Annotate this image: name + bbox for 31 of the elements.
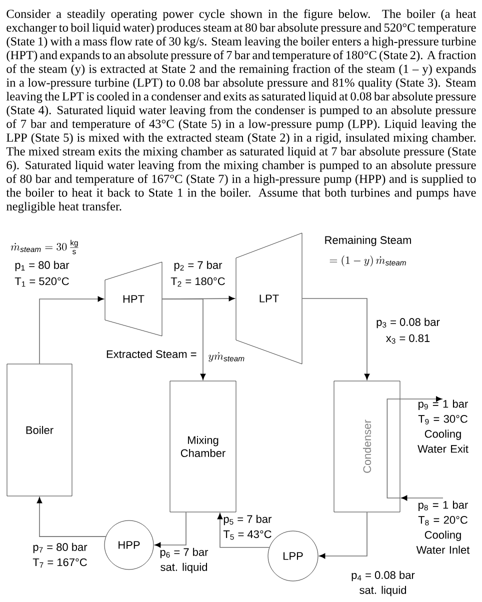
state-label: T$_{1}$ = 520°C (14, 277, 69, 287)
state-label: p$_{2}$ = 7 bar (174, 260, 222, 272)
pipe-arrow (319, 512, 368, 559)
flow-label: Extracted Steam = (106, 350, 196, 358)
condenser-box: Condenser (334, 380, 400, 512)
pipe-arrow (36, 497, 106, 537)
state-label: p$_{1}$ = 80 bar (15, 260, 70, 272)
mixing-chamber-box: Mixing Chamber (170, 380, 236, 512)
state-label: T$_{2}$ = 180°C (170, 277, 225, 287)
state-label: T$_{7}$ = 167°C (32, 558, 87, 568)
state-label: x$_{3}$ = 0.81 (386, 334, 430, 344)
flow-formula: $y\dot{m}_{\mathit{steam}}$ (208, 352, 244, 362)
state-label: p$_{3}$ = 0.08 bar (376, 318, 440, 328)
state-label: p$_{6}$ = 7 bar (160, 548, 208, 558)
flow-label: Remaining Steam (325, 236, 411, 246)
pipe-arrow (302, 298, 370, 380)
turbine: HPT (104, 262, 162, 336)
pipe-arrow (162, 298, 206, 380)
state-label: p$_{4}$ = 0.08 bar (352, 570, 415, 582)
pipe-arrow (401, 495, 444, 501)
pipe-arrow (217, 513, 270, 548)
flow-formula: $=\left(1-y\right)\dot{m}_{\mathit{steam}}$ (330, 256, 406, 266)
boiler-box: Boiler (6, 364, 72, 496)
pipe-arrow (154, 512, 186, 548)
stream-label: p$_{9}$ = 1 bar T$_{9}$ = 30°C Cooling Water Exit (418, 400, 468, 453)
stream-label: p$_{8}$ = 1 bar T$_{8}$ = 20°C Cooling Water Inlet (416, 500, 470, 554)
state-label: sat. liquid (160, 562, 208, 574)
state-label: p$_{5}$ = 7 bar (224, 514, 272, 526)
pipe-arrow (39, 296, 104, 364)
pipe-arrow (386, 396, 442, 498)
state-label: sat. liquid (360, 586, 406, 596)
